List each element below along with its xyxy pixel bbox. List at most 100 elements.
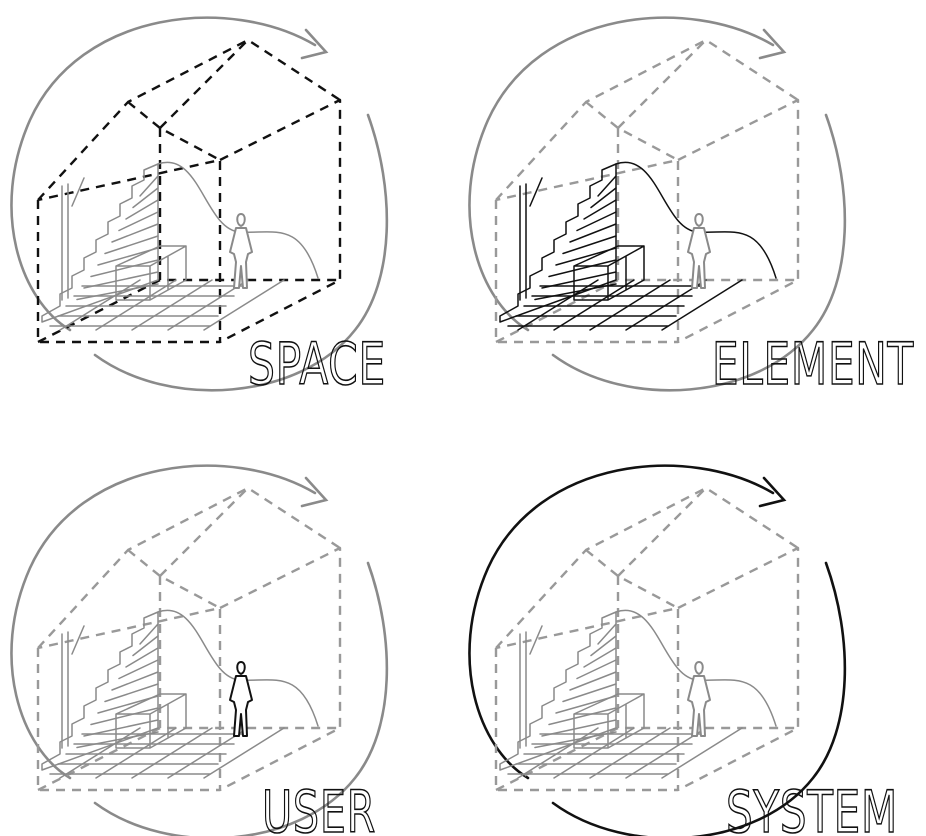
architectural-element: [41, 161, 319, 331]
house-edge: [677, 98, 800, 344]
brick-course: [562, 235, 617, 255]
brick-course: [583, 647, 617, 668]
brick-course: [132, 187, 159, 209]
house-edge: [495, 486, 799, 649]
person-icon: [687, 661, 711, 737]
house-edge: [585, 549, 679, 610]
floor-line: [661, 279, 743, 331]
window-frame: [519, 625, 543, 749]
orbit-arrowhead: [758, 28, 787, 60]
floor-line: [553, 279, 635, 331]
orbit-arrow: [10, 16, 389, 392]
panel-system: [468, 464, 847, 836]
label-element: ELEMENT: [712, 330, 914, 398]
floor-line: [131, 727, 213, 779]
brick-course: [118, 211, 159, 232]
brick-wall: [499, 163, 617, 323]
panel-space: [10, 16, 389, 392]
brick-course: [104, 235, 159, 255]
brick-course: [583, 199, 617, 220]
architectural-element: [41, 609, 319, 779]
floor-line: [517, 279, 599, 331]
house-edge: [37, 486, 341, 649]
house-frame: [494, 486, 800, 792]
floor-line: [95, 279, 177, 331]
brick-course: [590, 187, 617, 209]
label-system: SYSTEM: [726, 778, 898, 836]
house-edge: [37, 38, 341, 201]
orbit-arc-lower: [93, 113, 389, 392]
brick-course: [569, 671, 617, 691]
person-icon: [687, 213, 711, 289]
brick-course: [597, 623, 617, 645]
panel-user: [10, 464, 389, 836]
brick-course: [90, 707, 159, 726]
floor-line: [553, 727, 635, 779]
house-edge: [219, 98, 342, 344]
brick-course: [118, 659, 159, 680]
window-frame: [61, 177, 85, 301]
brick-course: [111, 671, 159, 691]
orbit-arrowhead: [300, 28, 329, 60]
house-frame: [36, 486, 342, 792]
house-edge: [127, 101, 221, 162]
brick-course: [597, 175, 617, 197]
brick-course: [576, 211, 617, 232]
floor-line: [203, 727, 285, 779]
house-frame: [494, 38, 800, 344]
counter: [115, 693, 187, 749]
brick-course: [569, 223, 617, 243]
orbit-arc-lower: [93, 561, 389, 836]
brick-course: [590, 635, 617, 657]
person-icon: [229, 213, 253, 289]
brick-course: [562, 683, 617, 703]
house-edge: [495, 38, 799, 201]
brick-course: [90, 259, 159, 278]
counter: [573, 693, 645, 749]
architectural-element: [499, 161, 777, 331]
floor-line: [589, 727, 671, 779]
counter: [573, 245, 645, 301]
house-edge: [159, 487, 249, 577]
brick-course: [576, 659, 617, 680]
orbit-arrow: [10, 464, 389, 836]
house-edge: [219, 546, 342, 792]
brick-course: [125, 199, 159, 220]
panel-element: [468, 16, 847, 392]
brick-course: [104, 683, 159, 703]
floor-line: [59, 727, 141, 779]
orbit-arrowhead: [300, 476, 329, 508]
window-frame: [519, 177, 543, 301]
orbit-arrow: [468, 16, 847, 392]
orbit-arc-upper: [468, 464, 775, 780]
label-space: SPACE: [248, 330, 386, 398]
orbit-arc-lower: [551, 113, 847, 392]
house-edge: [159, 39, 249, 129]
brick-course: [139, 175, 159, 197]
brick-course: [548, 707, 617, 726]
orbit-arc-upper: [10, 16, 317, 332]
orbit-arc-upper: [10, 464, 317, 780]
floor-line: [95, 727, 177, 779]
floor-line: [59, 279, 141, 331]
brick-course: [111, 223, 159, 243]
window-frame: [61, 625, 85, 749]
house-edge: [585, 101, 679, 162]
brick-course: [125, 647, 159, 668]
house-edge: [617, 39, 707, 129]
brick-course: [139, 623, 159, 645]
counter: [115, 245, 187, 301]
brick-course: [548, 259, 617, 278]
orbit-arc-upper: [468, 16, 775, 332]
orbit-arrow: [468, 464, 847, 836]
house-frame: [36, 38, 342, 344]
house-edge: [127, 549, 221, 610]
person-icon: [229, 661, 253, 737]
label-user: USER: [262, 778, 376, 836]
floor-line: [203, 279, 285, 331]
house-edge: [677, 546, 800, 792]
floor-line: [661, 727, 743, 779]
floor-line: [517, 727, 599, 779]
orbit-arrowhead: [758, 476, 787, 508]
